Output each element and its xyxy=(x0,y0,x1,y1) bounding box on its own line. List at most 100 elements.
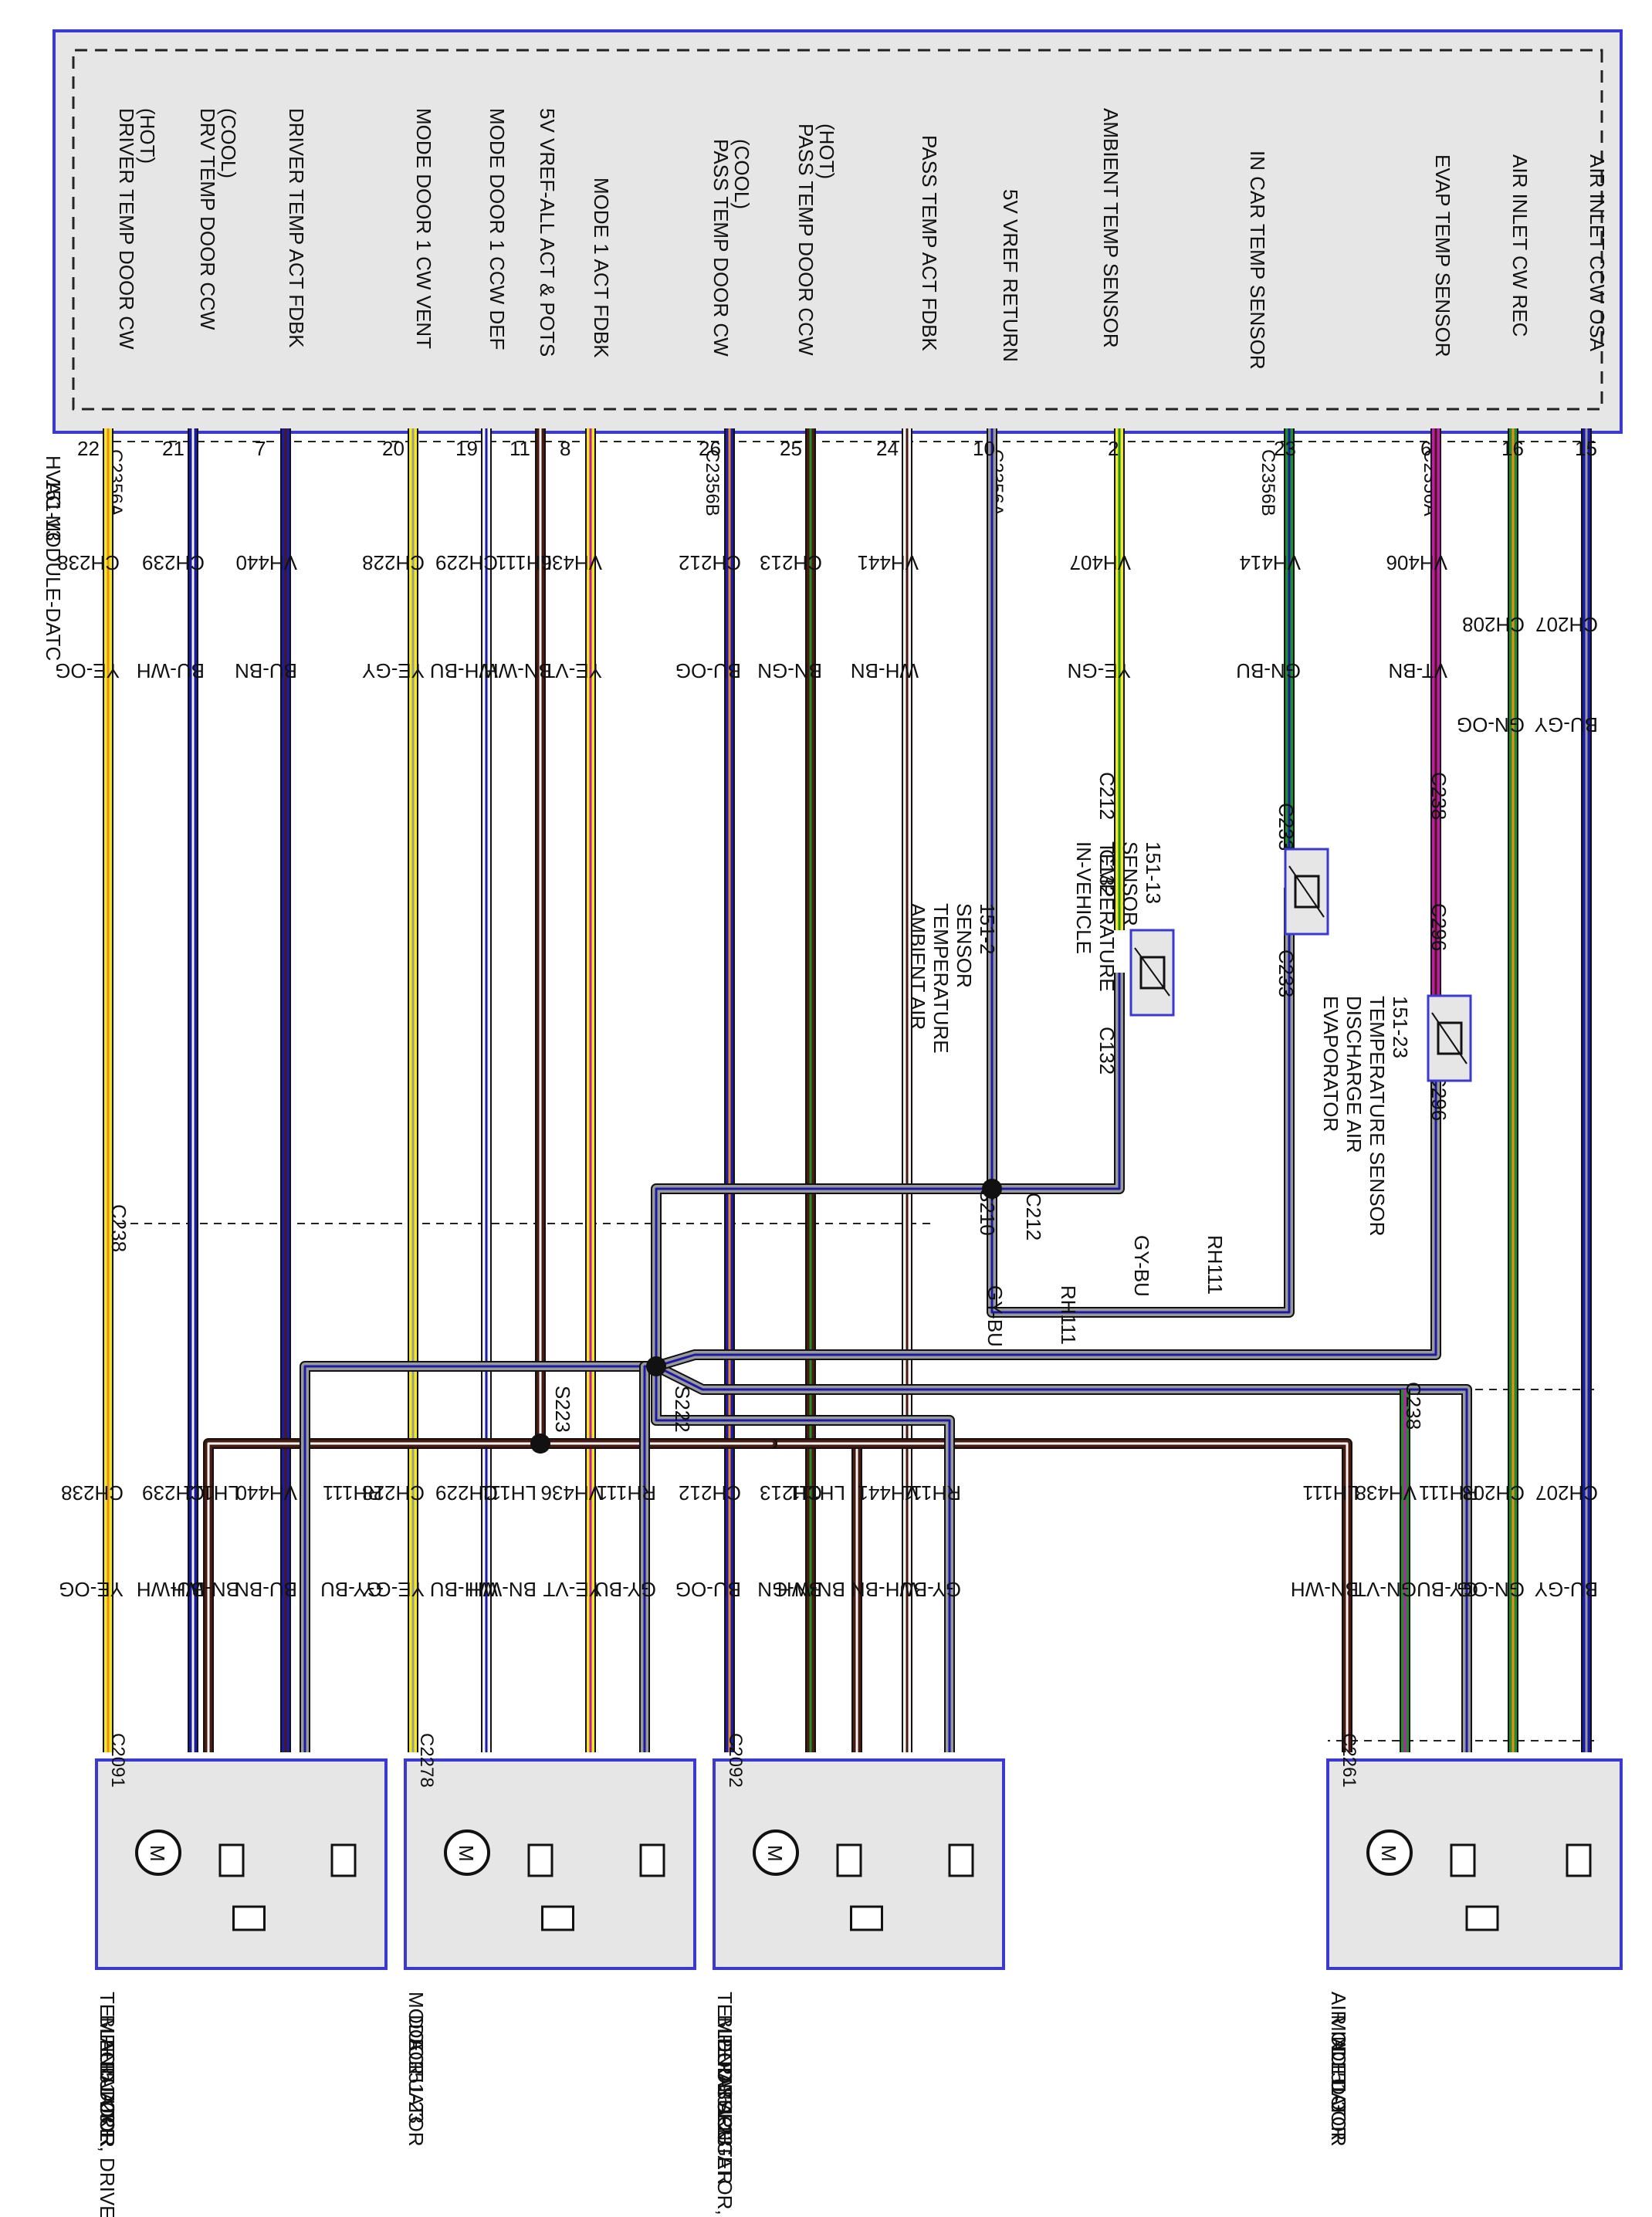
svg-text:DISCHARGE AIR: DISCHARGE AIR xyxy=(1342,996,1366,1153)
vref-branch xyxy=(207,1442,540,1752)
color-label: BN-WH xyxy=(777,1578,845,1601)
c132-label: C132 xyxy=(1095,1027,1119,1075)
circuit-label: CH208 xyxy=(1462,1481,1525,1505)
c212-label: C212 xyxy=(1095,772,1119,820)
pin-number: 22 xyxy=(77,437,100,460)
resistor-icon xyxy=(639,1843,665,1877)
color-label: YE-GY xyxy=(362,659,425,682)
svg-text:TEMPERATURE: TEMPERATURE xyxy=(1095,841,1119,992)
nodes: 22CH238YE-OG21CH239BU-WH7VH440BU-BN20CH2… xyxy=(55,437,1598,1601)
pin-label: PASS TEMP ACT FDBK xyxy=(918,135,941,351)
pin-label: PASS TEMP DOOR CCW xyxy=(794,124,818,356)
c238-label: C238 xyxy=(1402,1382,1425,1430)
motor-label: M xyxy=(146,1845,169,1862)
c238-label: C238 xyxy=(107,1204,130,1252)
return-branch xyxy=(303,1365,656,1752)
color-label: GY-BU xyxy=(899,1578,961,1601)
pin-number: 11 xyxy=(509,437,530,460)
circuit-label: CH238 xyxy=(61,1481,124,1505)
actuator-label: TEMPERATURE xyxy=(96,1992,119,2142)
actuator-label: AIR INLET xyxy=(1327,1992,1350,2087)
rh111-color: GY-BU xyxy=(983,1285,1007,1347)
c132-label: C132 xyxy=(1095,849,1119,897)
color-label: BN-WH xyxy=(1291,1578,1359,1601)
svg-text:SENSOR: SENSOR xyxy=(953,903,976,988)
actuator-connector: C2091 xyxy=(107,1733,128,1788)
resistor-icon xyxy=(948,1843,974,1877)
circuit-label: VH441 xyxy=(858,1481,919,1505)
ambient-return xyxy=(992,973,1121,1190)
pin-sublabel: (HOT) xyxy=(136,108,159,164)
actuator-label: BLEND xyxy=(713,2015,736,2082)
pin-sublabel: (HOT) xyxy=(815,124,838,179)
circuit-label: VH440 xyxy=(236,1481,298,1505)
actuator-label: 151-23 xyxy=(96,2061,119,2124)
svg-text:IN-VEHICLE: IN-VEHICLE xyxy=(1072,841,1095,954)
circuit-label: LH111 xyxy=(480,1481,537,1505)
color-label: WH-BN xyxy=(851,1578,919,1601)
color-label: BN-WH xyxy=(171,1578,239,1601)
resistor-icon xyxy=(541,1905,574,1931)
rh111-color: GY-BU xyxy=(1130,1235,1153,1297)
splice-s222: S222 xyxy=(671,1386,694,1433)
c238-label: C238 xyxy=(1427,772,1451,820)
incar-sensor: IN-VEHICLE TEMPERATURE SENSOR 151-13 xyxy=(1072,841,1329,992)
pin-label: PASS TEMP DOOR CW xyxy=(709,139,733,357)
svg-text:SENSOR: SENSOR xyxy=(1119,841,1142,926)
resistor-icon xyxy=(232,1905,266,1931)
svg-text:151-2: 151-2 xyxy=(976,903,999,955)
rh111-label: RH111 xyxy=(1057,1285,1080,1345)
svg-text:TEMPERATURE: TEMPERATURE xyxy=(929,903,953,1054)
actuator-label: ACTUATOR, DRIVER xyxy=(96,2038,119,2217)
actuator-label: MODE DOOR xyxy=(1327,2015,1350,2141)
circuit-label: VH406 xyxy=(1386,551,1448,574)
resistor-icon xyxy=(836,1843,862,1877)
pin-label: DRIVER TEMP ACT FDBK xyxy=(285,108,308,348)
motor-label: M xyxy=(455,1845,478,1862)
color-label: YE-VT xyxy=(543,659,602,682)
actuator-label: 151-23 xyxy=(405,2061,428,2124)
circuit-label: CH208 xyxy=(1462,613,1525,636)
return-branch xyxy=(655,1187,992,1366)
c296-label: C296 xyxy=(1427,903,1451,951)
color-label: BU-GY xyxy=(1535,713,1598,736)
resistor-icon xyxy=(330,1843,357,1877)
return-branch xyxy=(301,1362,656,1752)
connector-c2356b: C2356B xyxy=(1258,449,1278,516)
color-label: BU-OG xyxy=(675,659,741,682)
return-branch xyxy=(655,1366,951,1752)
circuit-label: VH407 xyxy=(1070,551,1132,574)
pin-label: MODE DOOR 1 CCW DEF xyxy=(486,108,509,350)
evap-return xyxy=(655,1034,1437,1368)
actuator-label: DOOR ACUTATOR, xyxy=(713,2038,736,2215)
actuator-label: ACTUATOR xyxy=(1327,2038,1350,2147)
module-code: 151-13 xyxy=(42,479,65,541)
resistor-icon xyxy=(1450,1843,1476,1877)
pin-label: IN CAR TEMP SENSOR xyxy=(1246,151,1269,370)
circuit-label: CH239 xyxy=(142,1481,205,1505)
circuit-label: LH111 xyxy=(496,551,552,574)
pin-number: 19 xyxy=(455,437,478,460)
color-label: YE-VT xyxy=(543,1578,602,1601)
return-branch xyxy=(652,1185,992,1366)
ambient-return xyxy=(992,973,1125,1194)
color-label: BN-WH xyxy=(484,659,552,682)
return-branch xyxy=(655,1365,1468,1752)
color-label: BU-BN xyxy=(235,659,297,682)
color-label: WH-BU xyxy=(430,659,498,682)
circuit-label: RH111 xyxy=(902,1481,961,1505)
pin-number: 23 xyxy=(1274,437,1296,460)
circuit-label: RH111 xyxy=(597,1481,656,1505)
module-name: HVAC MODULE-DATC xyxy=(42,455,65,661)
pin-number: 16 xyxy=(1501,437,1524,460)
splice-s210: S210 xyxy=(976,1189,999,1236)
splice-s222-dot xyxy=(646,1356,666,1376)
hvac-module-inner xyxy=(72,49,1603,411)
svg-text:TEMPERATURE SENSOR: TEMPERATURE SENSOR xyxy=(1366,996,1389,1237)
color-label: BU-WH xyxy=(137,1578,205,1601)
color-label: VT-BN xyxy=(1388,659,1447,682)
splice-s223: S223 xyxy=(551,1386,574,1433)
resistor-icon xyxy=(1566,1843,1592,1877)
